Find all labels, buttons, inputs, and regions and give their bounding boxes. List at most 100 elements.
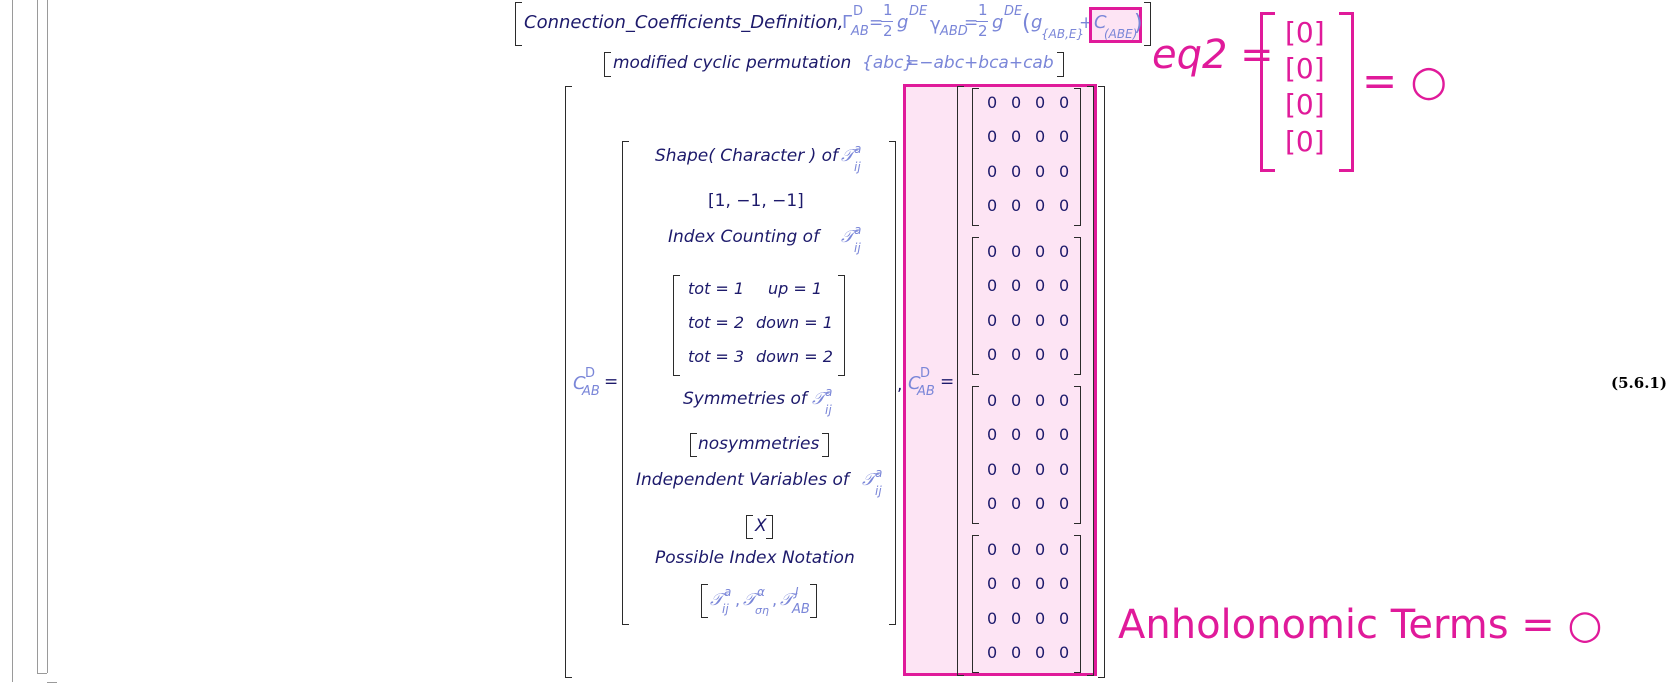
- properties-close-bracket: [889, 141, 896, 625]
- zero-cell: 0: [987, 344, 998, 364]
- row1-open-bracket: [515, 2, 522, 46]
- notation-open-bracket: [701, 584, 708, 618]
- indep-tensor-sup: a: [875, 466, 883, 480]
- notation-close-bracket: [810, 584, 817, 618]
- gamma-sup: D: [853, 4, 864, 19]
- sym-tensor-sub: ij: [825, 403, 832, 417]
- zero-cell: 0: [987, 391, 998, 410]
- zero-cell: 0: [1059, 242, 1070, 261]
- indep-close-bracket: [766, 515, 773, 539]
- zero-cell: 0: [1011, 276, 1022, 296]
- index-close-bracket: [838, 275, 845, 376]
- index-row-2-other: down = 1: [756, 313, 833, 332]
- zero-cell: 0: [1011, 540, 1022, 559]
- zero-outer-open-bracket: [957, 86, 964, 676]
- indep-tensor: 𝒯: [862, 470, 876, 490]
- left-equals: =: [604, 372, 619, 392]
- index-row-3-other: down = 2: [756, 347, 833, 366]
- zero-cell: 0: [1035, 642, 1046, 662]
- index-label: Index Counting of: [668, 227, 820, 247]
- zero-cell: 0: [1059, 391, 1070, 410]
- right-c-sub: AB: [917, 384, 935, 399]
- index-tensor: 𝒯: [841, 227, 855, 247]
- right-c-symbol: C: [908, 373, 921, 394]
- zero-cell: 0: [1059, 608, 1070, 628]
- zero-cell: 0: [1011, 425, 1022, 445]
- left-c-sub: AB: [582, 384, 600, 399]
- metric-g2-sup: DE: [1004, 4, 1023, 19]
- sym-tensor: 𝒯: [812, 389, 826, 409]
- zero-cell: 0: [1035, 195, 1046, 215]
- zero-cell: 0: [987, 242, 998, 261]
- row2-open-bracket: [604, 52, 611, 77]
- cyclic-rhs: =−abc+bca+cab: [905, 53, 1054, 73]
- zero-cell: 0: [1035, 459, 1046, 479]
- sym-open-bracket: [690, 433, 697, 457]
- equals-2: =: [964, 13, 979, 33]
- zero-cell: 0: [987, 127, 998, 147]
- zero-block-3-open-bracket: [972, 386, 979, 524]
- zero-block-2-close-bracket: [1074, 237, 1081, 375]
- shape-value: [1, −1, −1]: [708, 191, 804, 211]
- shape-tensor-sub: ij: [854, 160, 861, 174]
- zero-cell: 0: [1011, 195, 1022, 215]
- gutter-line-outer: [12, 0, 13, 682]
- zero-cell: 0: [1059, 127, 1070, 147]
- zero-cell: 0: [987, 276, 998, 296]
- zero-cell: 0: [1011, 608, 1022, 628]
- zero-cell: 0: [1035, 242, 1046, 261]
- equals-1: =: [869, 13, 884, 33]
- notation-t3: 𝒯: [780, 590, 794, 610]
- zero-tensor-highlight-box: [903, 84, 1097, 676]
- index-tensor-sub: ij: [854, 241, 861, 255]
- zero-cell: 0: [1011, 344, 1022, 364]
- frac-den-1: 2: [883, 22, 893, 40]
- metric-g1: g: [897, 12, 909, 33]
- open-paren: (: [1022, 11, 1031, 36]
- gamma-symbol: Γ: [842, 12, 853, 33]
- zero-cell: 0: [987, 574, 998, 594]
- zero-cell: 0: [987, 425, 998, 445]
- zero-cell: 0: [1059, 195, 1070, 215]
- metric-g2: g: [992, 12, 1004, 33]
- eq2-zero-2: [0]: [1285, 52, 1325, 85]
- metric-g1-sup: DE: [909, 4, 928, 19]
- zero-block-4-close-bracket: [1074, 535, 1081, 673]
- eq2-zero-1: [0]: [1285, 16, 1325, 49]
- symmetries-label: Symmetries of: [683, 389, 807, 409]
- zero-cell: 0: [1035, 425, 1046, 445]
- metric-g3: g: [1031, 12, 1043, 33]
- index-open-bracket: [673, 275, 680, 376]
- notation-comma-1: ,: [735, 590, 741, 609]
- zero-cell: 0: [1059, 344, 1070, 364]
- zero-cell: 0: [987, 608, 998, 628]
- zero-cell: 0: [1011, 459, 1022, 479]
- cyclic-lhs: {abc}: [862, 53, 915, 73]
- notation-t2: 𝒯: [743, 590, 757, 610]
- gutter-line-inner: [37, 0, 38, 673]
- sym-close-bracket: [822, 433, 829, 457]
- zero-cell: 0: [1059, 574, 1070, 594]
- outer-open-bracket: [565, 86, 572, 678]
- eq2-open-bracket: [1260, 12, 1275, 172]
- zero-cell: 0: [987, 195, 998, 215]
- zero-cell: 0: [1035, 540, 1046, 559]
- zero-cell: 0: [1011, 642, 1022, 662]
- zero-cell: 0: [1035, 493, 1046, 513]
- zero-block-2-open-bracket: [972, 237, 979, 375]
- zero-cell: 0: [1035, 161, 1046, 181]
- c-abe-highlight-box: [1089, 7, 1142, 43]
- zero-block-1-close-bracket: [1074, 88, 1081, 226]
- zero-cell: 0: [1035, 93, 1046, 112]
- shape-tensor: 𝒯: [841, 146, 855, 166]
- cyclic-label: modified cyclic permutation: [613, 53, 852, 73]
- zero-block-3-close-bracket: [1074, 386, 1081, 524]
- zero-cell: 0: [1011, 242, 1022, 261]
- zero-cell: 0: [1035, 276, 1046, 296]
- zero-cell: 0: [1011, 574, 1022, 594]
- zero-cell: 0: [1059, 93, 1070, 112]
- shape-tensor-sup: a: [854, 142, 862, 156]
- gamma-lower-sub: ABD: [940, 24, 968, 39]
- eq2-zero-4: [0]: [1285, 125, 1325, 158]
- zero-cell: 0: [1059, 161, 1070, 181]
